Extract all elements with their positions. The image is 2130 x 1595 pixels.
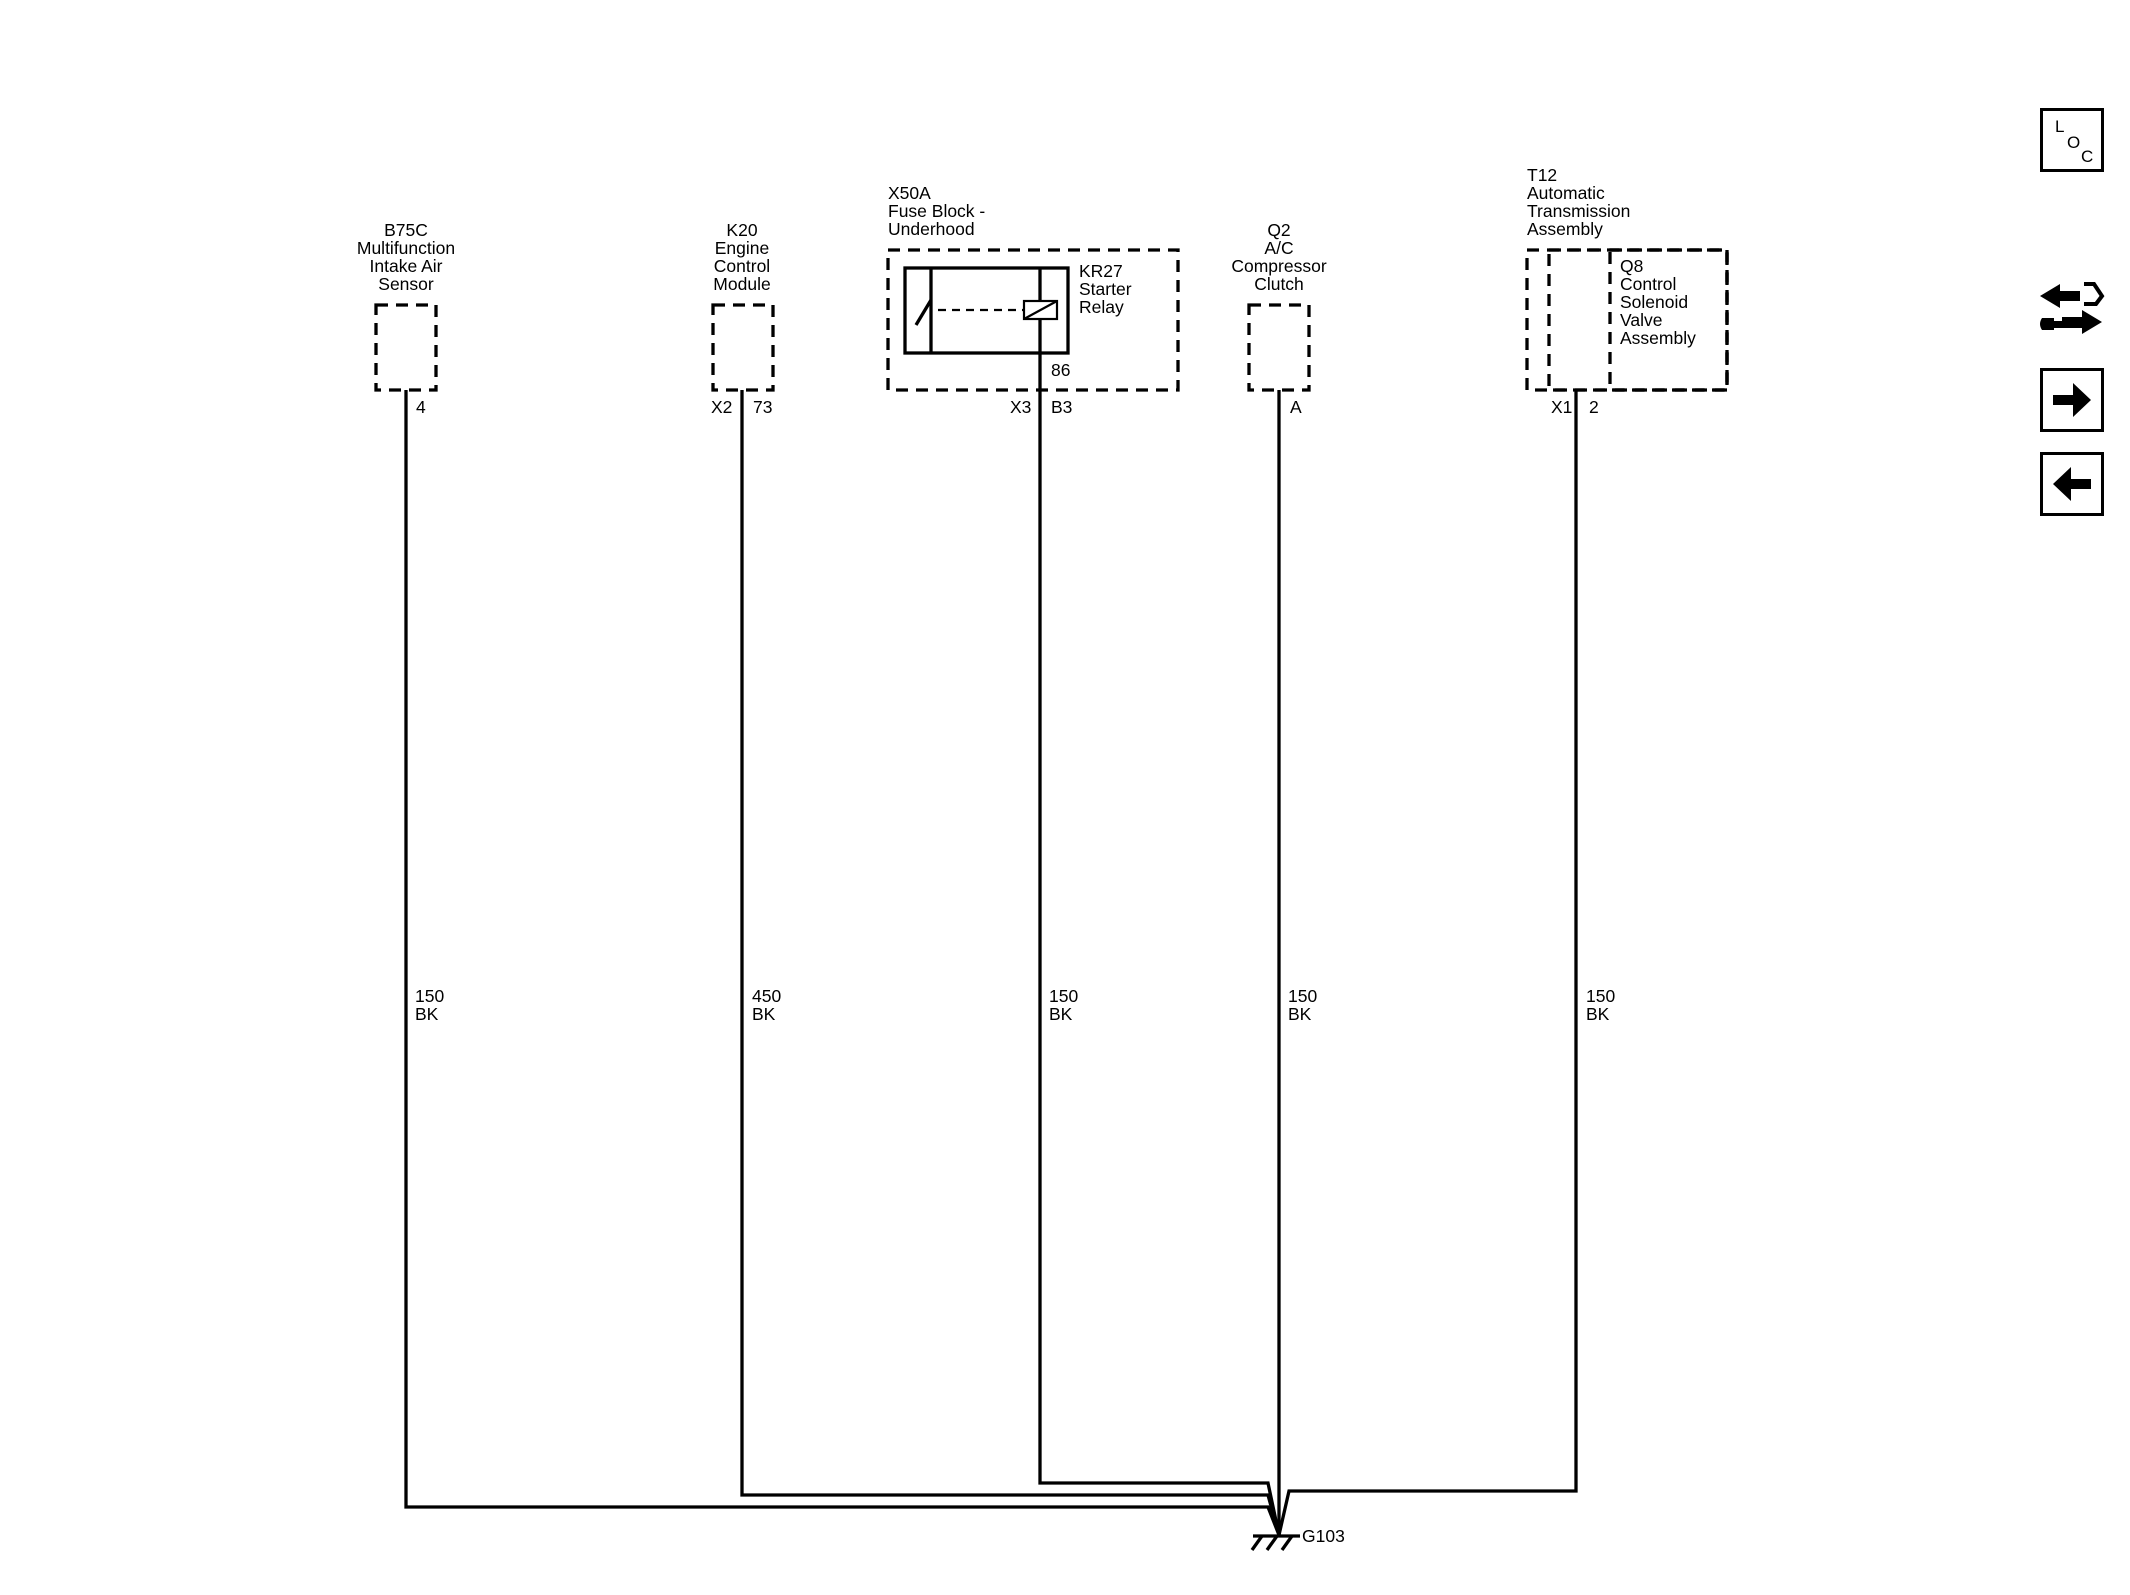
t12-connector-label: X1 [1551, 397, 1572, 417]
wire-color-label: BK [1049, 1004, 1073, 1024]
component-t12: T12 Automatic Transmission Assembly Q8 C… [1525, 165, 1729, 417]
loc-letter-l: L [2055, 117, 2065, 136]
k20-name-line: Control [714, 256, 770, 276]
t12-id: T12 [1527, 165, 1557, 185]
kr27-name-line: Relay [1079, 297, 1124, 317]
component-k20: K20 Engine Control Module X2 73 [711, 220, 775, 417]
kr27-name-line: Starter [1079, 279, 1132, 299]
wire-x50a-ground [1038, 390, 1281, 1536]
component-x50a: X50A Fuse Block - Underhood KR27 Starter… [886, 183, 1180, 417]
wire-b75c-ground [404, 390, 1281, 1536]
x50a-id: X50A [888, 183, 931, 203]
wire-color-label: BK [1586, 1004, 1610, 1024]
wire-t12-ground [1277, 390, 1578, 1536]
k20-name-line: Engine [715, 238, 770, 258]
b75c-name-line: Intake Air [370, 256, 443, 276]
q2-id: Q2 [1267, 220, 1290, 240]
ground-g103: G103 [1250, 1526, 1345, 1551]
t12-pin-label: 2 [1589, 397, 1599, 417]
k20-pin-label: 73 [753, 397, 772, 417]
relay-switch-arm [914, 299, 933, 326]
q8-component-box [1608, 248, 1729, 392]
x50a-name-line: Fuse Block - [888, 201, 985, 221]
ground-hatch [1250, 1535, 1264, 1551]
ground-hatch [1280, 1535, 1294, 1551]
q2-name-line: A/C [1264, 238, 1293, 258]
q8-name-line: Solenoid [1620, 292, 1688, 312]
x50a-connector-label: X3 [1010, 397, 1031, 417]
t12-name-line: Transmission [1527, 201, 1630, 221]
connector-view-icon[interactable] [2036, 278, 2106, 346]
wire-size-label: 150 [1049, 986, 1078, 1006]
t12-name-line: Assembly [1527, 219, 1603, 239]
wire-color-label: BK [415, 1004, 439, 1024]
wire-color-label: BK [1288, 1004, 1312, 1024]
q2-name-line: Clutch [1254, 274, 1304, 294]
wire-color-label: BK [752, 1004, 776, 1024]
q8-name-line: Control [1620, 274, 1676, 294]
b75c-name-line: Sensor [378, 274, 434, 294]
location-view-button[interactable]: L O C [2040, 108, 2104, 172]
k20-connector-label: X2 [711, 397, 732, 417]
q8-name-line: Assembly [1620, 328, 1696, 348]
x50a-pin-label: B3 [1051, 397, 1072, 417]
wire-size-label: 150 [1288, 986, 1317, 1006]
wires [404, 390, 1578, 1536]
t12-name-line: Automatic [1527, 183, 1605, 203]
wire-size-label: 150 [1586, 986, 1615, 1006]
b75c-name-line: Multifunction [357, 238, 455, 258]
loc-letter-c: C [2081, 147, 2094, 166]
next-page-button[interactable] [2040, 368, 2104, 432]
relay-coil-diagonal [1023, 300, 1058, 320]
q8-id: Q8 [1620, 256, 1643, 276]
loc-letter-o: O [2067, 133, 2081, 152]
ground-label: G103 [1302, 1526, 1345, 1546]
kr27-id: KR27 [1079, 261, 1123, 281]
component-b75c: B75C Multifunction Intake Air Sensor 4 [357, 220, 455, 417]
kr27-terminal-label: 86 [1051, 360, 1070, 380]
wire-size-label: 450 [752, 986, 781, 1006]
arrow-right-icon [2053, 383, 2091, 417]
k20-component-box [711, 303, 775, 392]
wire-size-label: 150 [415, 986, 444, 1006]
x50a-name-line: Underhood [888, 219, 975, 239]
b75c-pin-label: 4 [416, 397, 426, 417]
arrow-left-icon [2053, 467, 2091, 501]
component-q2: Q2 A/C Compressor Clutch A [1231, 220, 1326, 417]
previous-page-button[interactable] [2040, 452, 2104, 516]
wire-labels: 150 BK 450 BK 150 BK 150 BK 150 BK [415, 986, 1615, 1024]
q8-name-line: Valve [1620, 310, 1662, 330]
x50a-component-box [886, 248, 1180, 392]
q2-pin-label: A [1290, 397, 1302, 417]
k20-id: K20 [726, 220, 757, 240]
q2-component-box [1247, 303, 1311, 392]
kr27-relay-box [903, 266, 1070, 355]
wire-k20-ground [740, 390, 1281, 1536]
b75c-id: B75C [384, 220, 428, 240]
b75c-component-box [374, 303, 438, 392]
q2-name-line: Compressor [1231, 256, 1326, 276]
ground-hatch [1265, 1535, 1279, 1551]
k20-name-line: Module [713, 274, 770, 294]
